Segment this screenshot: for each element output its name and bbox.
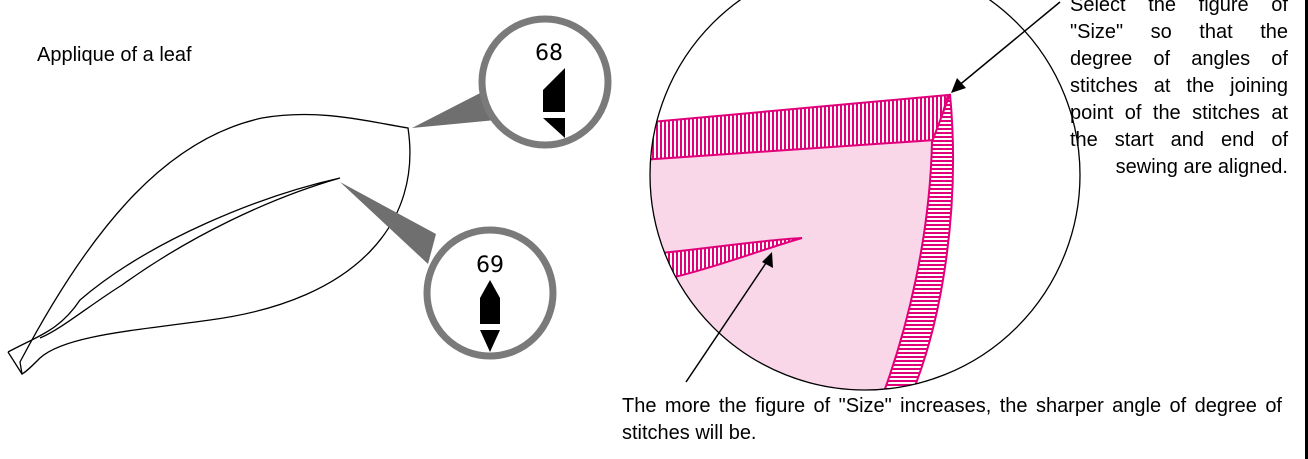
pointed-top-stitch-icon (543, 68, 565, 138)
pointed-both-ends-stitch-icon (480, 280, 500, 352)
right-satin-edge (871, 93, 954, 390)
callout-wedge-top (412, 88, 496, 128)
leaf-outline (7, 113, 411, 375)
inner-satin-point (650, 237, 803, 287)
note-select-size: Select the figure of "Size" so that the … (1070, 0, 1288, 178)
frame-border (1305, 0, 1308, 459)
stitch-badge-bottom (423, 226, 557, 360)
arrow-top (951, 1, 1061, 93)
zoom-view (649, 0, 1081, 391)
badge-number-top: 68 (535, 41, 563, 66)
diagram-title: Applique of a leaf (37, 44, 192, 66)
note-size-sharpness: The more the figure of "Size" increases,… (622, 395, 1282, 444)
badge-number-bottom: 69 (476, 253, 504, 278)
stitch-badge-top (478, 15, 612, 149)
arrow-bottom (685, 252, 773, 383)
callout-wedge-bottom (340, 182, 436, 264)
